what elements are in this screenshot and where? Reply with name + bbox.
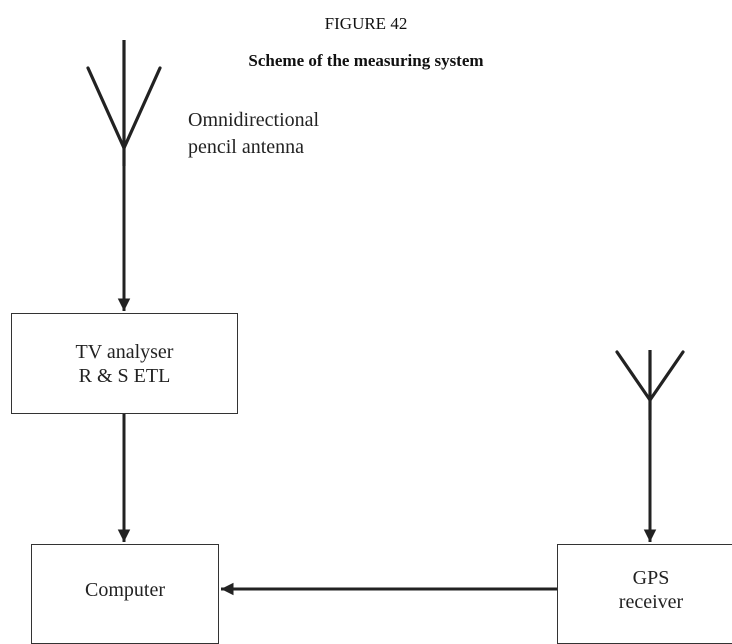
gps-receiver-line1: GPS: [632, 567, 670, 589]
pencil-antenna-icon: [86, 40, 162, 166]
figure-title: Scheme of the measuring system: [248, 51, 484, 70]
tv-analyser-line1: TV analyser: [75, 340, 174, 363]
diagram-connections: [86, 40, 685, 596]
figure-number: FIGURE 42: [324, 14, 408, 33]
tv-analyser-line2: R & S ETL: [78, 364, 171, 387]
gps-receiver-box: GPS receiver: [557, 544, 732, 644]
gps-receiver-line2: receiver: [618, 591, 684, 613]
computer-label: Computer: [85, 579, 165, 601]
tv-analyser-box: TV analyser R & S ETL: [11, 313, 238, 414]
antenna-label: Omnidirectional pencil antenna: [188, 107, 319, 161]
antenna-label-line1: Omnidirectional: [188, 109, 320, 131]
gps-antenna-icon: [615, 350, 685, 420]
computer-box: Computer: [31, 544, 219, 644]
antenna-label-line2: pencil antenna: [188, 136, 305, 158]
